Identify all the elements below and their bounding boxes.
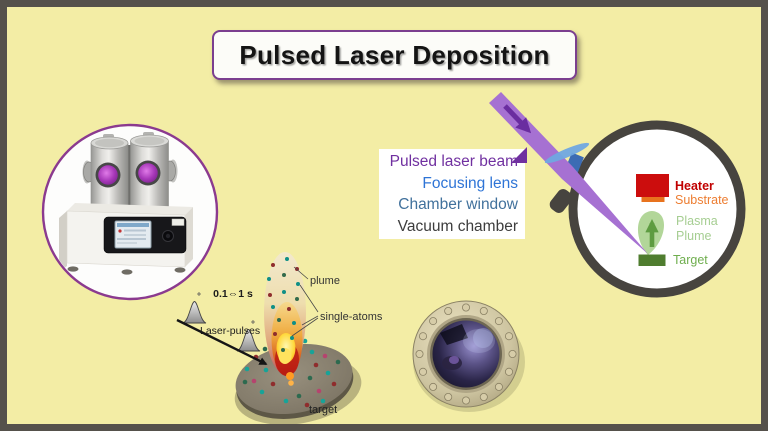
panel-knob	[162, 230, 174, 242]
plume-outer	[264, 252, 306, 374]
target-disc-shadow	[234, 356, 362, 424]
interior-glow	[449, 356, 459, 364]
pulse-interval-label: 0.1⇔1 s	[213, 288, 253, 300]
legend-item-chamber-window: Chamber window	[398, 196, 518, 213]
target-disc-rim	[236, 348, 354, 419]
control-panel	[103, 216, 187, 254]
molten-droplet	[286, 372, 294, 380]
vacuum-chamber-wall	[568, 120, 746, 298]
legend-item-pulsed-laser-beam: Pulsed laser beam	[389, 153, 518, 170]
substrate-label: Substrate	[675, 193, 729, 207]
laser-pulse-curves	[182, 292, 261, 352]
machine-base-unit	[59, 203, 193, 275]
chamber-schematic: Heater Substrate Plasma Plume Target	[489, 92, 746, 298]
target-block	[638, 254, 666, 266]
machine-chamber-cylinders	[82, 132, 178, 212]
chamber-window-shape	[562, 152, 584, 182]
plume-target-illustration: 0.1⇔1 s Laser-pulses plume single-atoms …	[176, 252, 383, 424]
viewport-window	[98, 165, 118, 185]
heater-label: Heater	[675, 179, 714, 193]
single-atoms-label: single-atoms	[320, 311, 383, 323]
machine-foot	[174, 267, 186, 273]
flange-bolts	[415, 303, 517, 405]
sparkle-mark	[197, 292, 201, 296]
photo-circle-background	[43, 125, 217, 299]
page-title: Pulsed Laser Deposition	[239, 39, 550, 70]
legend-item-focusing-lens: Focusing lens	[422, 174, 518, 192]
plasma-label: Plasma	[676, 214, 718, 228]
sparkle-mark	[251, 320, 255, 324]
plasma-plume-shape	[637, 211, 664, 255]
flange-bevel	[427, 315, 505, 393]
side-port	[83, 161, 95, 183]
target-schematic-label: Target	[673, 253, 708, 267]
window-glass	[432, 320, 500, 388]
target-label: target	[309, 404, 337, 416]
target-disc	[235, 343, 353, 415]
touchscreen	[114, 220, 152, 249]
vacuum-window-photo	[412, 300, 525, 412]
flange-ring	[412, 300, 520, 408]
pulse-curve	[236, 329, 261, 352]
machine-foot	[67, 266, 79, 272]
plume-label: plume	[310, 275, 340, 287]
focusing-lens-shape	[544, 142, 590, 164]
glass-reflection	[473, 328, 493, 348]
machine-foot	[121, 269, 133, 275]
side-port	[164, 160, 176, 182]
panel-label	[171, 218, 185, 226]
viewport-ring	[95, 162, 121, 188]
interior-component	[440, 324, 468, 345]
plume-core	[276, 333, 296, 363]
laser-path-arrow	[176, 318, 268, 366]
viewport-window	[138, 163, 158, 183]
target-disc-atom-dots	[242, 338, 341, 408]
photo-circle-border	[41, 123, 219, 301]
side-port-flange	[82, 160, 92, 184]
plume-atom-dots	[267, 257, 300, 352]
chamber-cylinder	[130, 140, 169, 212]
substrate-strip	[641, 197, 665, 202]
beam-direction-arrow-icon	[503, 104, 532, 134]
ablation-plume	[264, 252, 306, 386]
heater-block	[636, 174, 669, 197]
title-box: Pulsed Laser Deposition	[212, 30, 577, 80]
plume-word-label: Plume	[676, 229, 711, 243]
pulse-curve	[182, 301, 207, 324]
chamber-cylinder	[90, 142, 129, 212]
pld-machine-photo	[41, 123, 219, 301]
plume-inner	[271, 302, 303, 376]
label-pointer-lines	[291, 266, 319, 337]
legend-box: Pulsed laser beam Focusing lens Chamber …	[379, 149, 525, 239]
laser-pulses-label: Laser-pulses	[200, 325, 260, 337]
window-flange-nub	[549, 189, 573, 213]
legend-item-vacuum-chamber: Vacuum chamber	[397, 217, 518, 235]
